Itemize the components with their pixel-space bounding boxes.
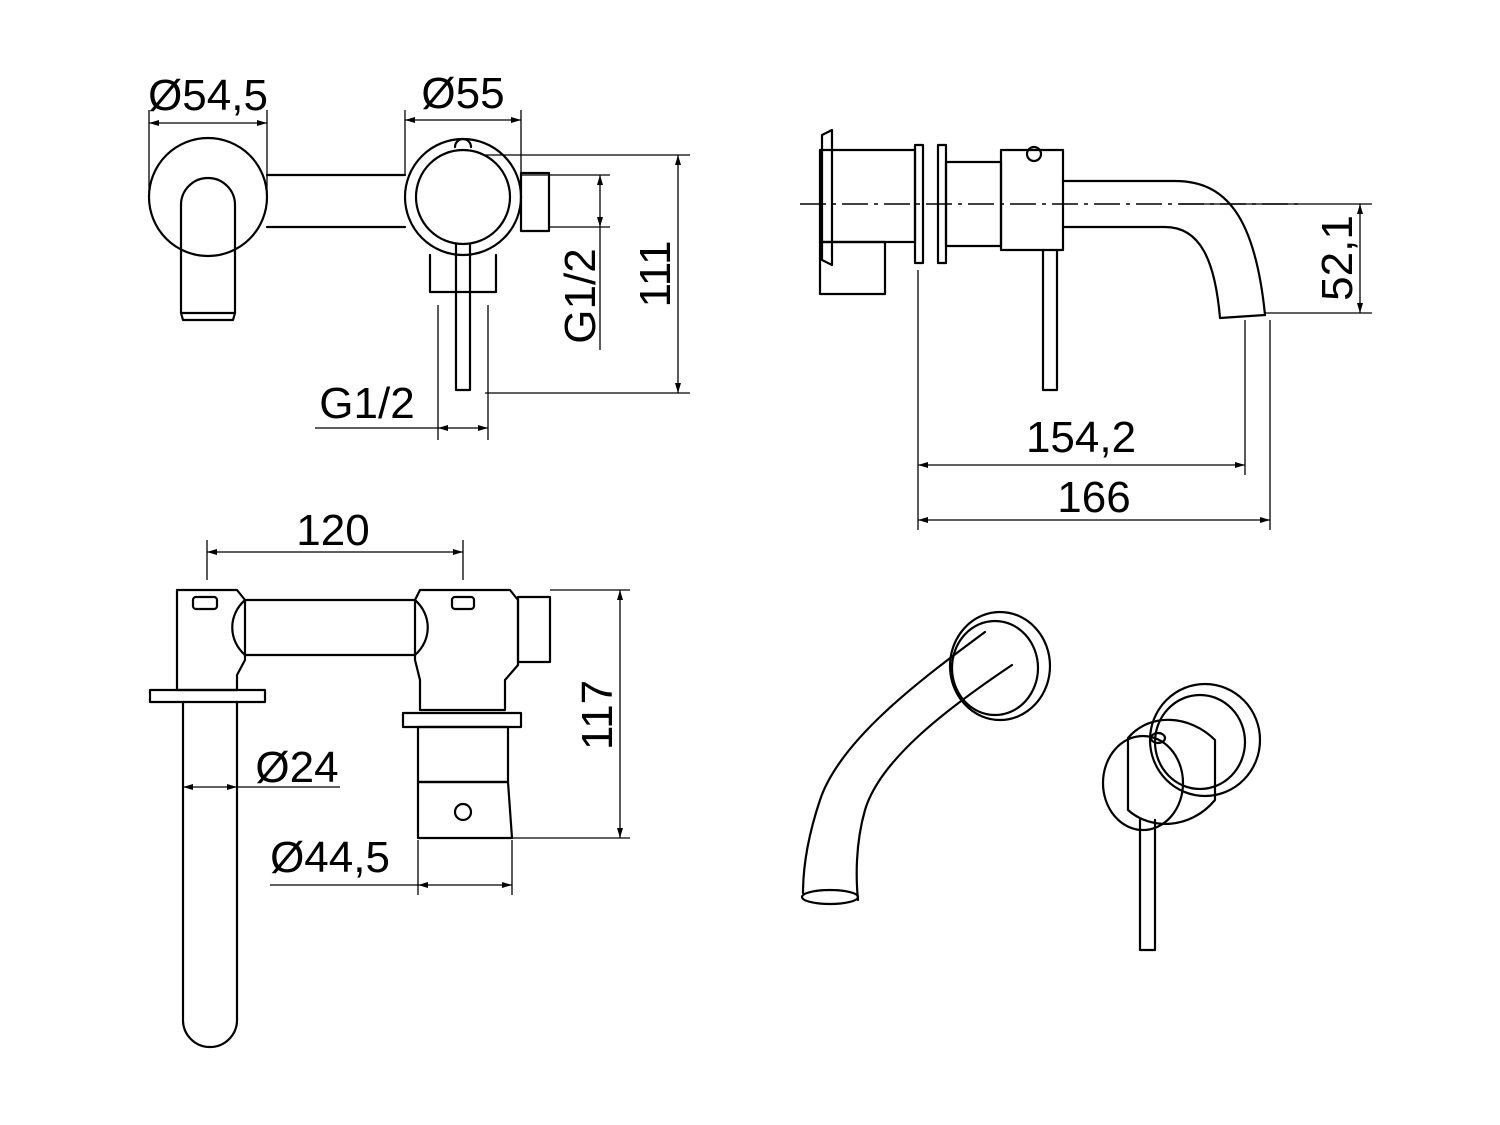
mixer-handle-base [416, 780, 514, 840]
mixer-lower-body [416, 725, 510, 784]
perspective-view [800, 610, 1262, 952]
spout-outlet [179, 311, 237, 322]
perspective-rosette-inner [950, 619, 1040, 717]
dim-thread-vertical: G1/2 [556, 248, 605, 343]
mixer-ring [401, 711, 523, 729]
perspective-mixer-face [1101, 734, 1185, 832]
mixer-slot [450, 595, 476, 611]
dim-spout-diameter: Ø24 [255, 743, 338, 792]
side-view: 52,1 154,2 166 [800, 128, 1372, 530]
dim-body-diameter: Ø55 [421, 69, 504, 118]
perspective-mixer-rosette [1148, 682, 1262, 798]
dim-spacing: 120 [296, 506, 369, 555]
perspective-rosette-outer [948, 610, 1052, 722]
mixer-neck [428, 253, 498, 294]
housing-lower-block [818, 240, 887, 296]
spout-plate [148, 688, 267, 704]
perspective-spout-inner [855, 663, 1014, 902]
front-view: Ø54,5 Ø55 G1/2 111 G1/2 [147, 69, 690, 440]
dim-projection-inner: 154,2 [1026, 413, 1136, 462]
mixer-block [999, 148, 1065, 252]
spout-tube [179, 176, 237, 315]
perspective-spout-outer [801, 630, 987, 895]
dim-projection-total: 166 [1057, 473, 1130, 522]
spout-rosette [147, 136, 269, 258]
perspective-mixer-rosette-inner [1153, 693, 1247, 791]
perspective-mixer-knob [1149, 731, 1167, 745]
dim-depth: 117 [573, 680, 622, 750]
spout-head-slot [191, 595, 219, 611]
mixer-lever [454, 243, 472, 392]
dim-height: 111 [631, 241, 680, 308]
housing-cap [820, 128, 834, 267]
flange-left [913, 143, 925, 265]
pipe-left-curve [231, 598, 247, 657]
mixer-top-knob [453, 137, 473, 149]
dim-rosette-diameter: Ø54,5 [148, 71, 268, 120]
lever-side [1041, 248, 1059, 392]
perspective-lever [1138, 818, 1157, 952]
top-view: 120 117 Ø24 Ø44,5 [148, 506, 630, 1049]
mixer-handle-hole [453, 802, 473, 822]
housing-body [818, 148, 917, 244]
pipe-right-curve [413, 598, 429, 657]
mixer-body-inner [414, 148, 512, 246]
spout-tube-top [181, 700, 239, 1049]
dim-body-diameter-top: Ø44,5 [270, 833, 390, 882]
mixer-body-outer [403, 137, 523, 257]
perspective-spout-outlet [800, 888, 860, 906]
mixer-outlet-top [516, 595, 552, 664]
mixer-body-top [413, 588, 520, 712]
spout-profile-inner [1061, 225, 1267, 320]
perspective-mixer-body [1126, 718, 1217, 826]
mixer-knob-side [1025, 145, 1043, 163]
mixer-side-outlet [519, 171, 551, 233]
spout-profile [1061, 179, 1267, 317]
dim-offset: 52,1 [1313, 215, 1362, 301]
dim-thread-horizontal: G1/2 [319, 379, 414, 428]
